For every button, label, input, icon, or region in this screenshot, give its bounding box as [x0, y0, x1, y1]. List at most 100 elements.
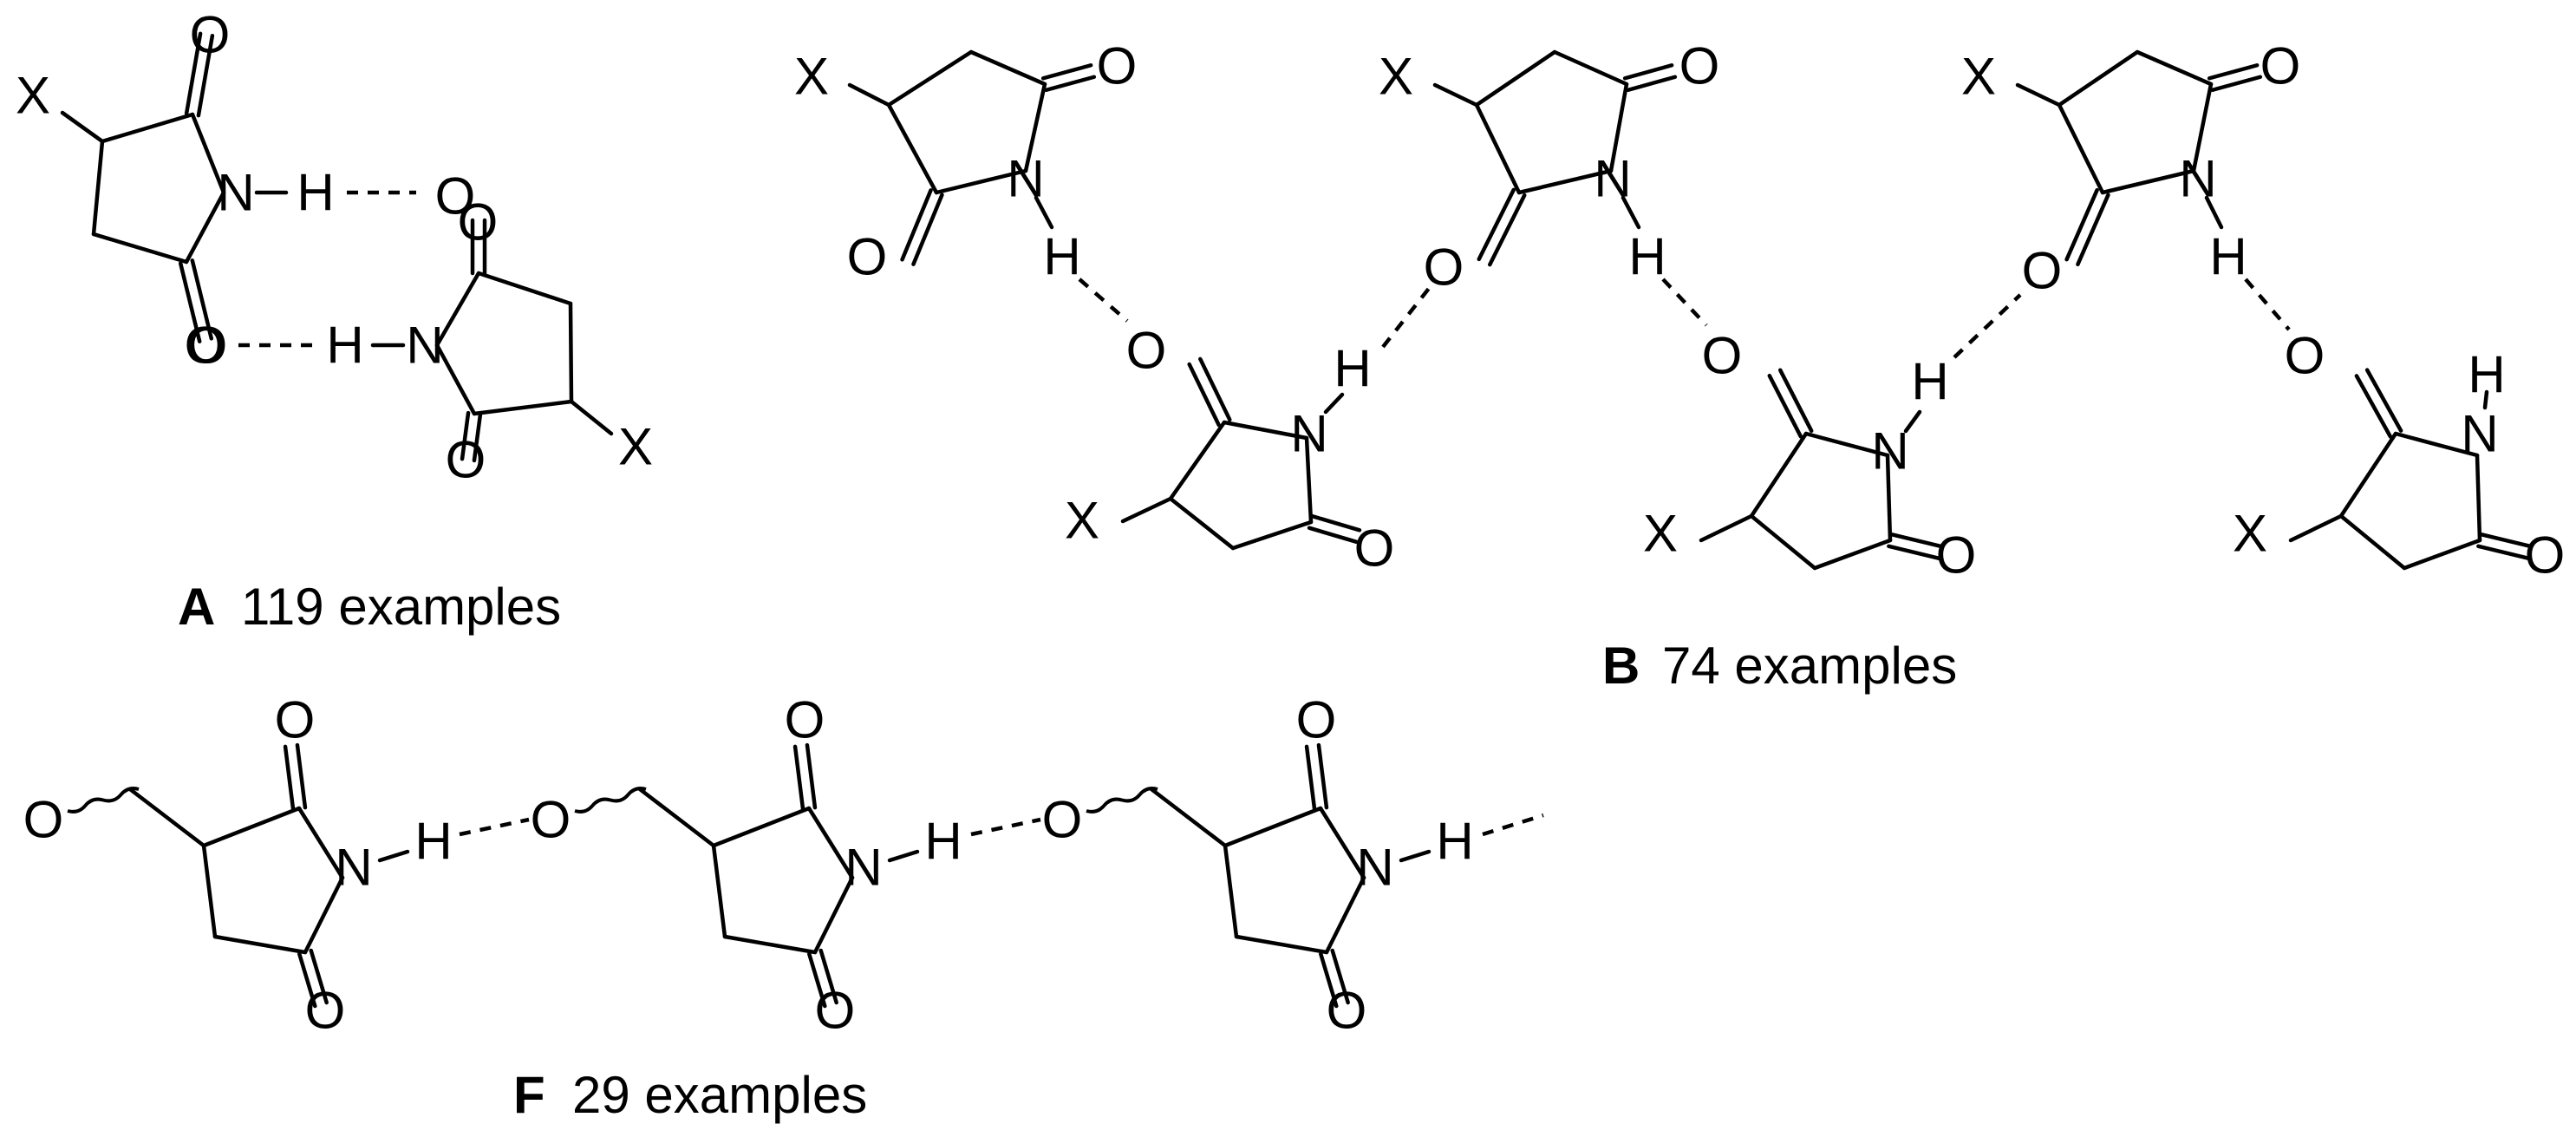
double-bond-line — [2207, 62, 2260, 81]
atom-o: O — [23, 791, 64, 849]
atom-o: O — [458, 193, 499, 252]
double-bond-line — [1187, 362, 1221, 428]
double-bond-line — [1626, 75, 1678, 92]
atom-h: H — [2468, 346, 2505, 404]
bond-line — [711, 843, 727, 939]
atom-o: O — [1097, 37, 1138, 95]
bond-line — [2482, 389, 2489, 410]
atom-h: H — [326, 317, 363, 375]
bond-line — [1234, 934, 1329, 955]
bond-line — [886, 102, 939, 195]
atom-n: N — [1290, 405, 1327, 463]
atom-x: X — [618, 418, 653, 476]
atom-h: H — [414, 813, 452, 871]
double-bond-line — [1316, 742, 1329, 810]
double-bond-line — [1044, 75, 1097, 93]
bond-line — [2475, 453, 2482, 543]
bond-line — [1120, 496, 1173, 524]
hydrogen-bond-line — [1078, 278, 1129, 323]
bond-line — [2057, 102, 2105, 195]
bond-line — [934, 168, 1028, 195]
bond-line — [1304, 435, 1314, 525]
double-bond-line — [178, 261, 202, 343]
bond-line — [100, 112, 195, 144]
atom-x: X — [1065, 492, 1099, 550]
bond-line — [2191, 82, 2214, 173]
double-bond-line — [1477, 187, 1516, 262]
atom-h: H — [1043, 228, 1080, 286]
bond-line — [476, 271, 573, 306]
bond-line — [847, 82, 891, 108]
caption-b-letter: B — [1602, 637, 1640, 695]
double-bond-line — [792, 744, 805, 812]
atom-o: O — [305, 982, 346, 1040]
bond-line — [1168, 420, 1227, 501]
bond-line — [1399, 849, 1431, 863]
bond-line — [2204, 195, 2224, 230]
caption-a-letter: A — [178, 578, 215, 636]
atom-o: O — [2285, 327, 2325, 385]
atom-o: O — [1424, 239, 1464, 297]
atom-x: X — [1379, 48, 1413, 106]
bond-line — [201, 843, 218, 939]
double-bond-line — [2076, 193, 2110, 267]
atom-o: O — [1936, 526, 1977, 585]
bond-line — [1621, 195, 1641, 230]
bond-line — [2393, 431, 2480, 458]
bond-line — [2057, 49, 2140, 108]
double-bond-line — [805, 742, 818, 810]
double-bond-line — [900, 188, 933, 262]
atom-o: O — [847, 228, 888, 286]
double-bond-line — [472, 412, 483, 463]
wavy-bond — [574, 787, 647, 814]
double-bond-line — [2364, 368, 2403, 433]
hydrogen-bond-line — [1953, 293, 2022, 359]
caption-f-letter: F — [513, 1066, 545, 1124]
atom-o: O — [1042, 791, 1083, 849]
double-bond-line — [1767, 373, 1803, 439]
wavy-bond — [67, 787, 140, 814]
double-bond-line — [807, 951, 827, 1009]
atom-h: H — [2209, 228, 2247, 286]
bond-line — [1903, 409, 1922, 434]
bond-line — [886, 49, 974, 108]
atom-x: X — [1961, 48, 1996, 106]
double-bond-line — [818, 948, 838, 1005]
bond-line — [91, 139, 105, 237]
atom-o: O — [1126, 322, 1167, 380]
atom-x: X — [794, 48, 829, 106]
bond-line — [2135, 49, 2214, 87]
bond-line — [2015, 82, 2062, 108]
atom-o: O — [785, 691, 825, 749]
atom-h: H — [1334, 340, 1371, 398]
caption-f-text: 29 examples — [572, 1066, 867, 1124]
double-bond-line — [911, 193, 944, 266]
double-bond-line — [297, 951, 317, 1009]
atom-n: N — [1594, 150, 1631, 208]
atom-o: O — [1296, 691, 1337, 749]
double-bond-line — [460, 410, 471, 461]
atom-n: N — [335, 839, 372, 897]
atom-o: O — [815, 982, 856, 1040]
bond-line — [1230, 519, 1314, 551]
bond-line — [1223, 843, 1239, 939]
bond-line — [127, 787, 206, 848]
bond-line — [1749, 513, 1817, 571]
bond-line — [1885, 453, 1893, 543]
double-bond-line — [1777, 368, 1814, 434]
atom-o: O — [190, 6, 231, 64]
atom-n: N — [845, 839, 882, 897]
bond-line — [1222, 420, 1309, 441]
bond-line — [887, 849, 920, 863]
double-bond-line — [196, 33, 215, 118]
bond-line — [434, 271, 481, 348]
atom-o: O — [187, 317, 228, 375]
double-bond-line — [1198, 356, 1232, 422]
bond-line — [1318, 806, 1366, 880]
double-bond-line — [1330, 948, 1350, 1005]
atom-h: H — [1628, 228, 1666, 286]
bond-line — [184, 190, 226, 265]
bond-line — [1749, 431, 1809, 519]
double-bond-line — [1889, 532, 1944, 549]
